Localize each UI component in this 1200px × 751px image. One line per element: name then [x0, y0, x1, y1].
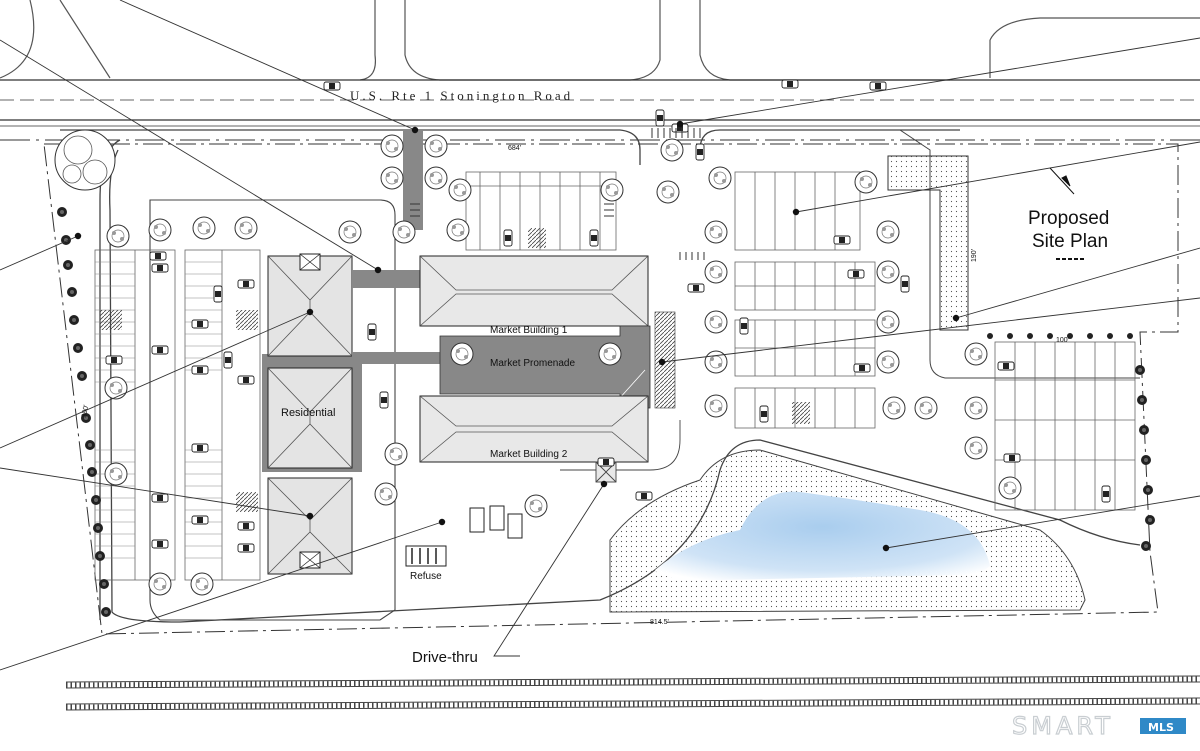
refuse-enclosure [405, 505, 523, 567]
smart-mls-logo: SMART MLS [1011, 711, 1186, 741]
rear-dimension: 814.5' [650, 619, 669, 626]
east-dimension: 190' [971, 249, 978, 262]
north-arrow-icon [1049, 167, 1075, 195]
accessible-space-3 [236, 492, 258, 512]
perimeter-road [60, 129, 1141, 623]
market-promenade [439, 311, 676, 421]
market-promenade-label: Market Promenade [490, 358, 575, 369]
east-small-dimension: 100' [1056, 337, 1069, 344]
callout-dots [74, 120, 960, 552]
large-tree [54, 129, 116, 191]
connector-walkway [352, 352, 452, 364]
drive-thru-label: Drive-thru [412, 649, 478, 666]
east-dotted-strip [887, 155, 969, 331]
pond [655, 491, 990, 580]
brand-sub-text: MLS [1148, 721, 1174, 734]
property-boundary [43, 143, 1179, 635]
parking-west [94, 249, 261, 581]
parking-west-stripes [95, 261, 222, 559]
brand-main-text: SMART [1012, 712, 1114, 740]
east-hedge [987, 333, 1133, 339]
market-building-2 [419, 395, 649, 463]
refuse-label: Refuse [410, 571, 442, 582]
residential-building [262, 253, 362, 575]
plan-title-line2: Site Plan [1032, 231, 1108, 252]
front-walkway [403, 130, 423, 230]
railroad [65, 675, 1200, 711]
plan-title-line1: Proposed [1028, 208, 1109, 229]
accessible-space-2 [236, 310, 258, 330]
east-loop-road [720, 129, 1140, 379]
west-dimension: 390' [81, 404, 90, 418]
accessible-space-east [792, 402, 810, 424]
connector-walkway-north [352, 270, 422, 288]
market-building-2-label: Market Building 2 [490, 449, 568, 460]
callout-lines [0, 0, 1200, 671]
accessible-space-north [528, 228, 546, 248]
accessible-space-1 [100, 310, 122, 330]
parking-north [465, 171, 617, 251]
crosswalks [410, 128, 705, 260]
market-building-1-label: Market Building 1 [490, 325, 568, 336]
market-building-1 [419, 255, 649, 327]
road-name-label: U.S. Rte 1 Stonington Road [350, 88, 573, 103]
residential-label: Residential [281, 407, 335, 419]
frontage-dimension: 684' [508, 145, 521, 152]
parking-east [734, 171, 876, 429]
inner-site-edge [149, 199, 396, 621]
parking-far-east [994, 341, 1136, 511]
highway [0, 79, 1200, 141]
